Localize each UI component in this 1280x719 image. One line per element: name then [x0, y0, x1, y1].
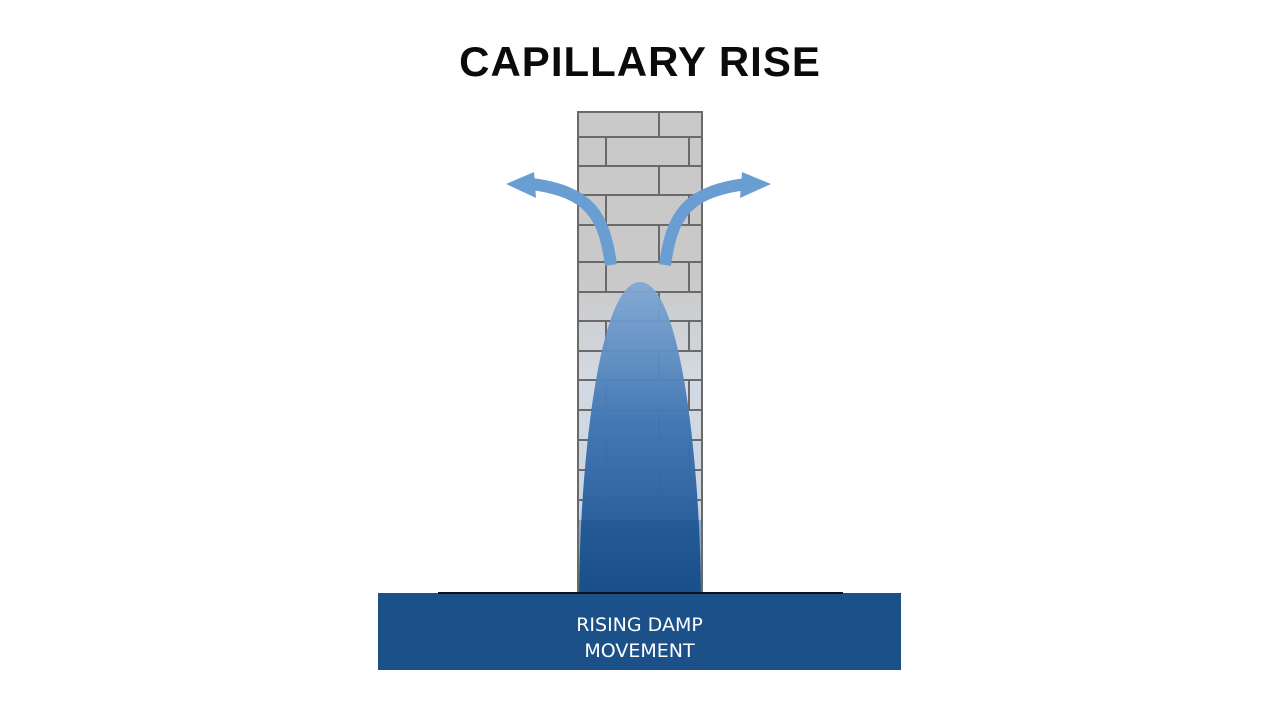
base-label-line-1: RISING DAMP — [576, 614, 703, 636]
base-label: RISING DAMP MOVEMENT — [378, 612, 901, 664]
ground-base — [378, 593, 901, 670]
base-label-line-2: MOVEMENT — [584, 640, 695, 662]
evaporation-arrow-left-icon — [506, 172, 617, 266]
page-title: CAPILLARY RISE — [459, 38, 821, 85]
evaporation-arrow-right-icon — [659, 172, 771, 266]
moisture-plume — [579, 282, 701, 593]
